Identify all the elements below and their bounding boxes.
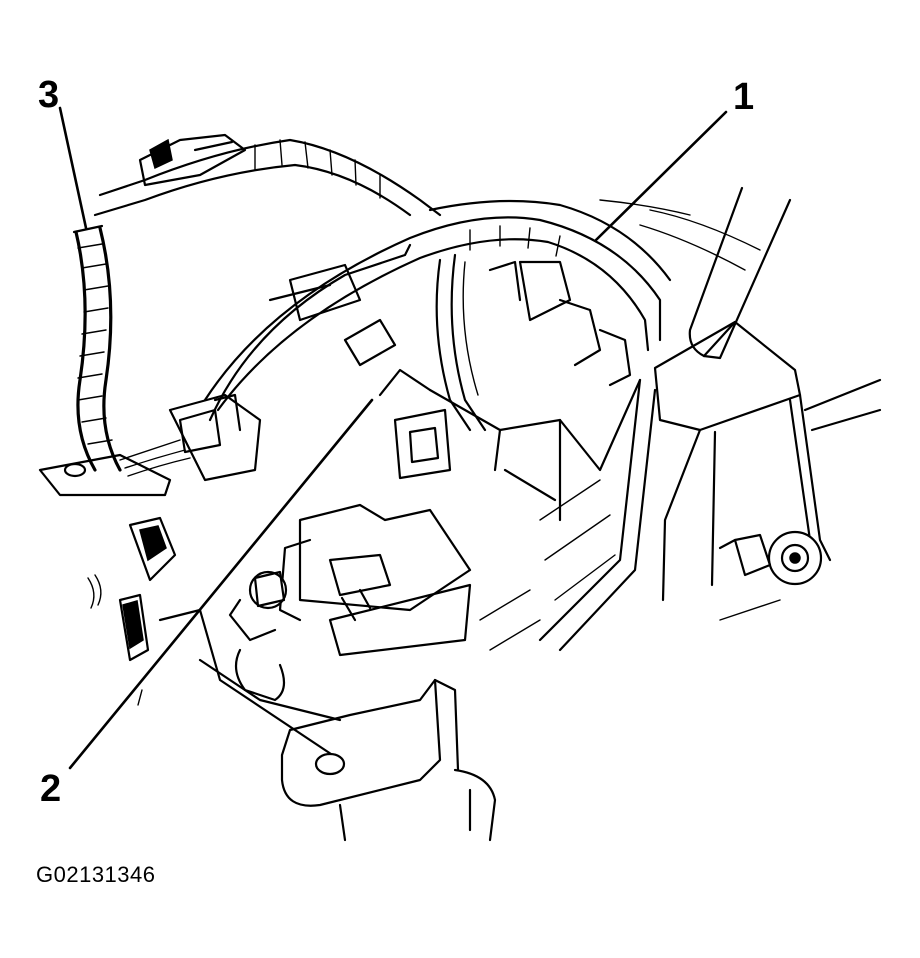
callout-2: 2 (40, 768, 62, 810)
callout-1: 1 (733, 76, 755, 118)
housing-shading (479, 479, 781, 651)
leader-line-2 (68, 398, 374, 770)
leader-line-3 (58, 106, 88, 230)
leader-line-1 (594, 110, 728, 242)
switch-frame (208, 243, 657, 652)
front-bracket (158, 608, 497, 842)
column-housing (653, 320, 882, 602)
wire-conduit (72, 224, 122, 472)
callout-3: 3 (38, 74, 60, 116)
leader-lines (58, 106, 728, 770)
steering-column-shaft (599, 186, 792, 360)
upper-left-harness (93, 133, 442, 217)
lower-mounting-plate (228, 503, 472, 657)
upper-harness (203, 199, 672, 412)
figure-id: G02131346 (36, 862, 156, 887)
left-connector-assembly (38, 393, 262, 706)
